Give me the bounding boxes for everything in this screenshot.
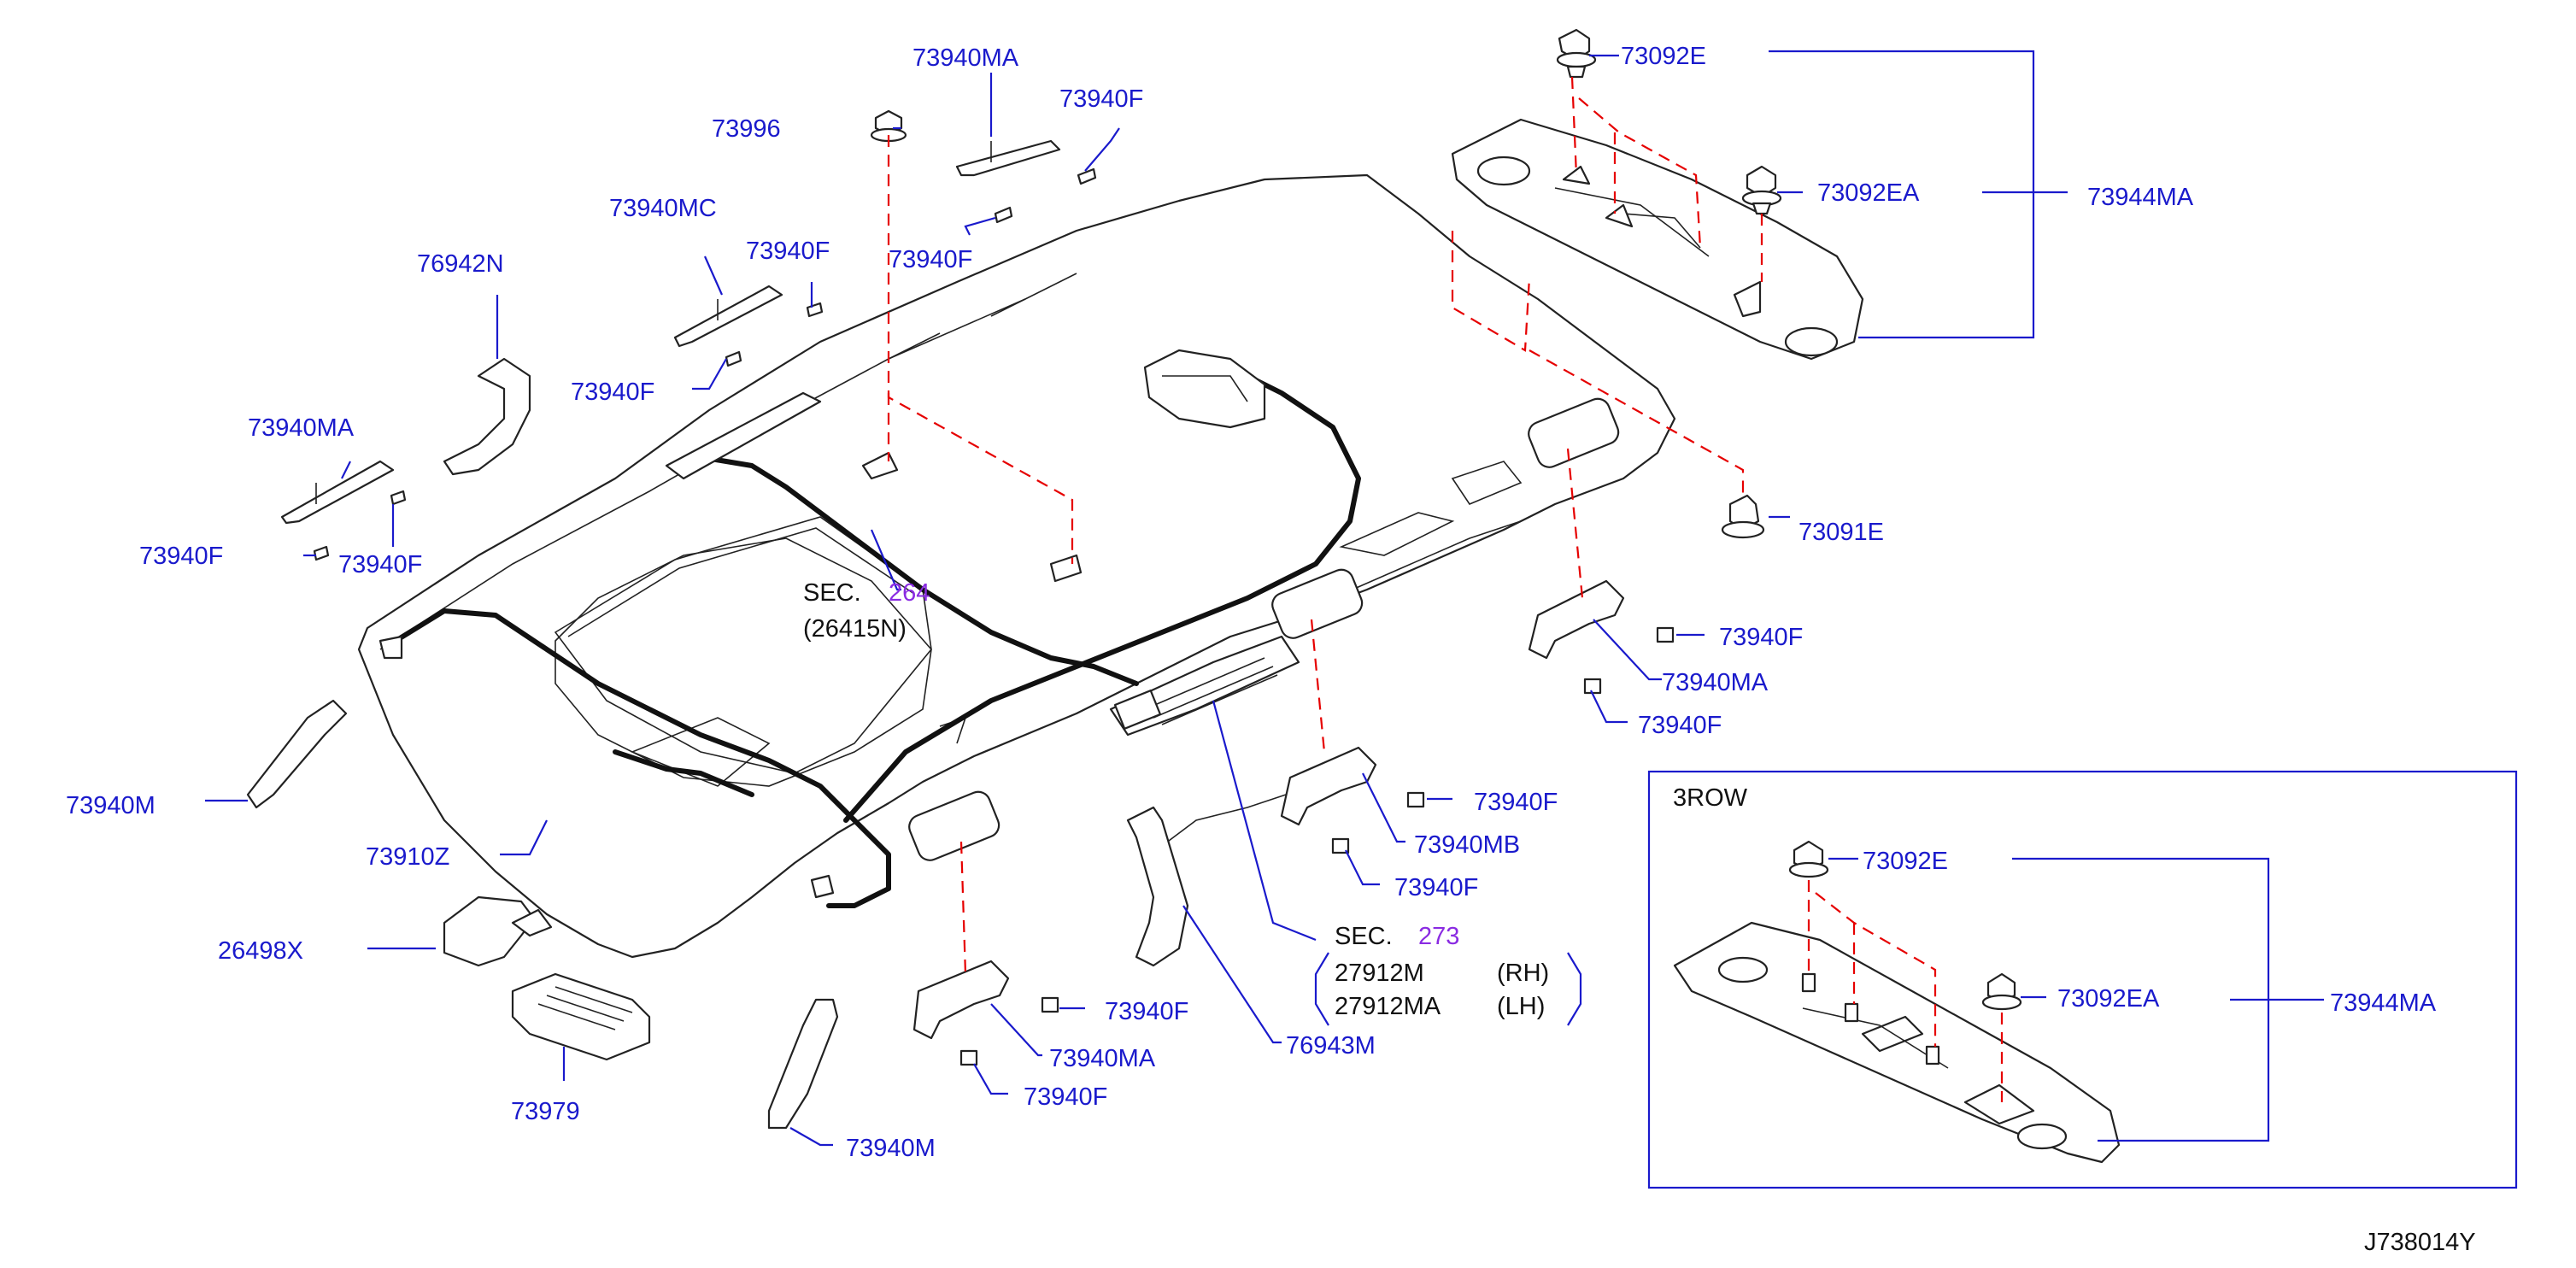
label-73940M-left: 73940M [66,792,155,819]
label-26498X: 26498X [218,937,303,965]
label-76942N: 76942N [417,250,504,278]
label-73940F-top: 73940F [1059,85,1143,113]
label-73092E: 73092E [1621,43,1706,70]
label-73940F-b1: 73940F [1105,998,1188,1025]
label-73910Z: 73910Z [366,843,449,871]
label-73940F-a: 73940F [746,238,830,265]
label-73940F-e: 73940F [338,551,422,578]
diagram-id: J738014Y [2364,1229,2476,1256]
assist-grip-73940MB [1280,746,1377,826]
sec273-rh-side: (RH) [1497,960,1549,987]
roof-rail-strip [665,273,1077,480]
sec273-number: 273 [1418,923,1459,950]
clip-73091E [1721,494,1765,539]
label-73940MA-right: 73940MA [1662,669,1769,696]
assist-grip-73940MA-top [955,139,1061,177]
assist-grip-76942N [443,357,531,476]
overhead-console-27912M [1109,635,1300,737]
sunroof-opening [554,516,932,774]
label-leaders [205,50,2068,1147]
sec273-prefix: SEC. [1335,923,1393,950]
label-73940F-b2: 73940F [1024,1083,1107,1111]
sec273-rh-part: 27912M [1335,960,1424,987]
label-73940M-bottom: 73940M [846,1135,936,1162]
rear-trim-73944MA [1451,118,1864,361]
inset-3row [1647,770,2518,1189]
label-73944MA: 73944MA [2087,184,2194,211]
assist-grip-73940MA-bottom [912,960,1010,1040]
label-73940F-d: 73940F [139,543,223,570]
label-73940MA-left: 73940MA [248,414,355,442]
sec273-lh-part: 27912MA [1335,993,1441,1020]
assist-grip-73940MA-left [280,460,395,525]
inset-label-73944MA: 73944MA [2330,989,2437,1017]
label-73940MB: 73940MB [1414,831,1520,859]
grip-recess-pads [908,397,1620,861]
sec264-prefix: SEC. [803,579,861,607]
inset-label-73092E: 73092E [1863,848,1948,875]
label-73996: 73996 [712,115,781,143]
assist-grip-73940M-left [246,699,348,809]
lamp-73979 [511,972,651,1061]
part-labels: 73940MA 73940F 73996 73940MC 73940F 7394… [66,43,2476,1256]
map-lamp [1143,349,1266,429]
dashed-leaders [887,76,1763,975]
inset-label-73092EA: 73092EA [2057,985,2160,1013]
label-73940MA-bottom: 73940MA [1049,1045,1156,1072]
lamp-26498X [443,895,553,967]
label-76943M: 76943M [1286,1032,1376,1060]
label-73940F-m2: 73940F [1394,874,1478,901]
roof-wire-harness [386,373,1361,908]
pillar-trim-76943M [1126,806,1189,967]
label-73940MC: 73940MC [609,195,717,222]
clip-73092EA [1741,165,1782,215]
sec264-number: 264 [889,579,930,607]
label-73940MA-top: 73940MA [912,44,1019,72]
clips-73940F [313,167,1675,1066]
sec273-lh-side: (LH) [1497,993,1545,1020]
label-73940F-b: 73940F [889,246,972,273]
label-73092EA: 73092EA [1817,179,1920,207]
label-73979: 73979 [511,1098,580,1125]
clip-73092E [1556,28,1597,79]
label-73091E: 73091E [1799,519,1884,546]
label-73940F-r2: 73940F [1638,712,1722,739]
label-73940F-m1: 73940F [1474,789,1558,816]
label-73940F-c: 73940F [571,379,654,406]
sec264-sub: (26415N) [803,615,907,643]
assist-grip-73940M-bottom [767,998,839,1130]
label-73940F-r1: 73940F [1719,624,1803,651]
inset-title: 3ROW [1673,784,1748,812]
assist-grip-73940MA-right [1528,579,1625,660]
harness-brackets [378,451,1083,899]
assist-grip-73940MC [673,285,783,348]
